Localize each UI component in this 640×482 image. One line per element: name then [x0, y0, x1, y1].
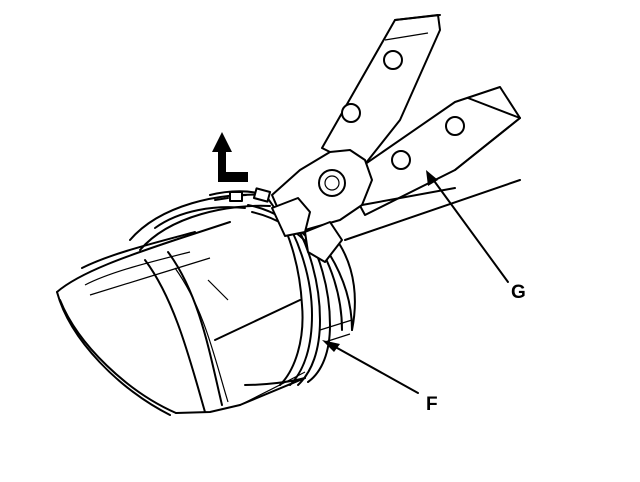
- drive-shaft: [56, 221, 306, 416]
- callout-g-label: G: [511, 282, 526, 303]
- arrow-up-icon: [212, 132, 248, 182]
- callout-g-leader: [426, 170, 509, 283]
- callout-f-label: F: [426, 394, 438, 415]
- clamp-pliers: [271, 14, 521, 263]
- callout-f-leader: [322, 340, 419, 394]
